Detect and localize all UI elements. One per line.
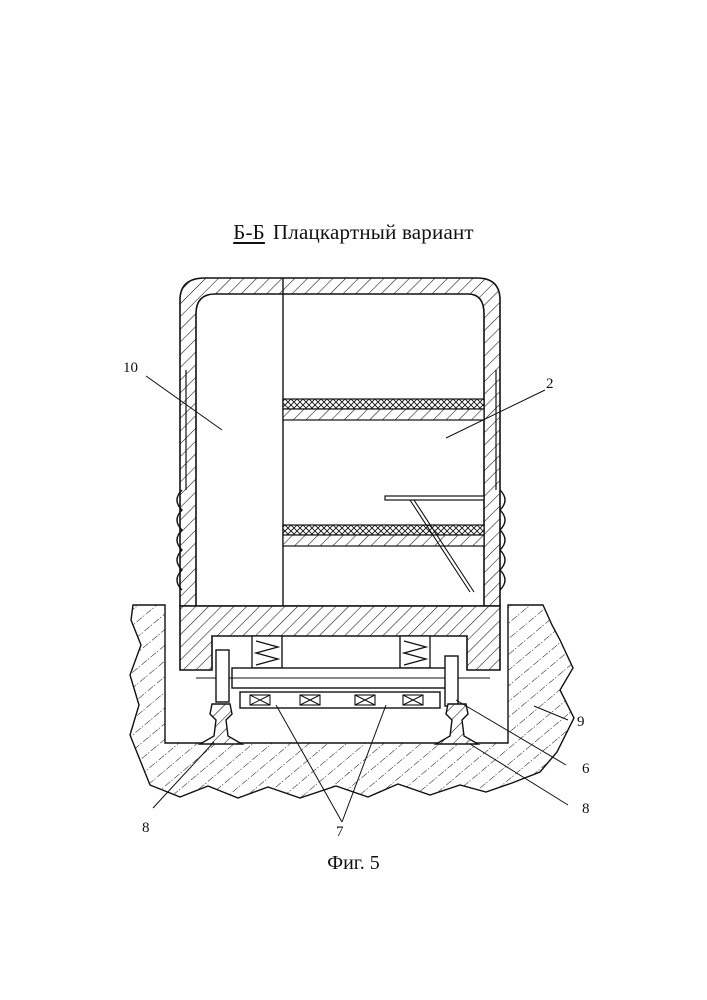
callout-8-left: 8 bbox=[142, 820, 150, 836]
callout-8-right: 8 bbox=[582, 801, 590, 817]
lower-berth-base bbox=[283, 535, 484, 546]
car-body-shell bbox=[180, 278, 500, 606]
callout-7: 7 bbox=[336, 824, 344, 840]
callout-10: 10 bbox=[123, 360, 138, 376]
upper-berth-base bbox=[283, 409, 484, 420]
callout-2: 2 bbox=[546, 376, 554, 392]
figure-caption: Фиг. 5 bbox=[0, 852, 707, 875]
guide-wheel-right bbox=[445, 656, 458, 706]
fold-table bbox=[385, 496, 484, 500]
rail-right bbox=[436, 704, 478, 744]
upper-berth-cushion bbox=[283, 399, 484, 409]
lower-berth-cushion bbox=[283, 525, 484, 535]
callout-6: 6 bbox=[582, 761, 590, 777]
rail-left bbox=[200, 704, 242, 744]
guide-wheel-left bbox=[216, 650, 229, 702]
callout-9: 9 bbox=[577, 714, 585, 730]
